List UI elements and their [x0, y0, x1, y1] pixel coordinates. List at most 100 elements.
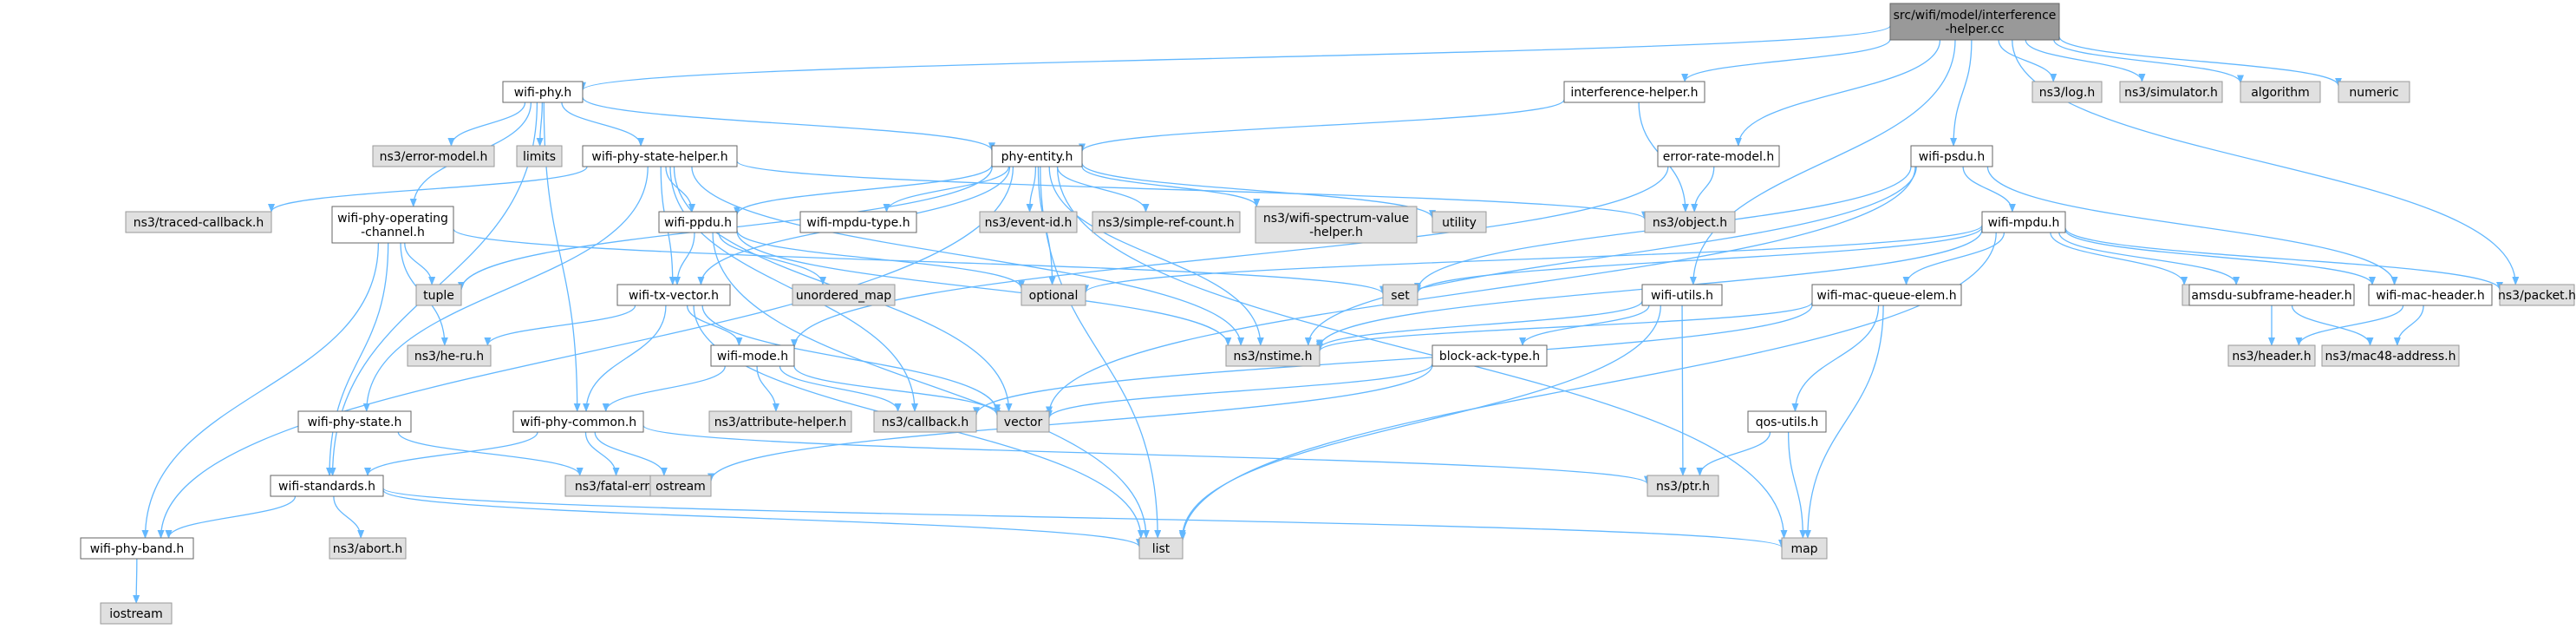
node-amsdu-subframe-header-h[interactable]: amsdu-subframe-header.h	[2188, 284, 2355, 306]
node-box	[1138, 537, 1184, 560]
node-box	[2188, 284, 2355, 306]
node-optional: optional	[1021, 284, 1086, 306]
node-ns3-header-h: ns3/header.h	[2227, 344, 2316, 367]
edge-wifi-ppdu-h-to-optional	[736, 230, 1025, 290]
edge-wifi-phy-operating-channel-h-to-set	[453, 228, 1386, 295]
node-label: -helper.h	[1309, 226, 1363, 239]
node-ns3-simple-ref-count-h: ns3/simple-ref-count.h	[1092, 211, 1241, 233]
node-wifi-phy-operating-channel-h[interactable]: wifi-phy-operating-channel.h	[331, 206, 454, 244]
edge-wifi-phy-h-to-phy-entity-h	[582, 96, 995, 152]
node-label: ns3/he-ru.h	[414, 350, 484, 364]
node-label: ns3/mac48-address.h	[2325, 350, 2456, 364]
edge-wifi-tx-vector-h-to-vector	[701, 305, 1001, 414]
node-ns3-attribute-helper-h: ns3/attribute-helper.h	[708, 410, 852, 433]
edge-amsdu-subframe-header-h-to-ns3-mac48-address-h	[2291, 305, 2374, 346]
edge-wifi-phy-h-to-limits	[536, 102, 544, 147]
node-wifi-mac-queue-elem-h[interactable]: wifi-mac-queue-elem.h	[1811, 284, 1962, 306]
node-wifi-standards-h[interactable]: wifi-standards.h	[270, 475, 384, 497]
edge-root-to-wifi-psdu-h	[1950, 39, 1973, 147]
edge-wifi-phy-band-h-to-iostream	[133, 558, 140, 604]
node-wifi-phy-common-h[interactable]: wifi-phy-common.h	[512, 410, 644, 433]
node-wifi-mac-header-h[interactable]: wifi-mac-header.h	[2368, 284, 2493, 306]
node-wifi-psdu-h[interactable]: wifi-psdu.h	[1910, 145, 1993, 167]
edge-root-to-ns3-log-h	[1998, 39, 2058, 82]
node-root[interactable]: src/wifi/model/interference-helper.cc	[1889, 3, 2060, 41]
node-box	[270, 475, 384, 497]
edge-wifi-ppdu-h-to-ns3-nstime-h	[736, 231, 1232, 346]
node-label: wifi-phy-common.h	[520, 416, 636, 429]
node-box	[873, 410, 977, 433]
node-label: ns3/abort.h	[333, 542, 402, 556]
node-wifi-mpdu-type-h[interactable]: wifi-mpdu-type.h	[799, 211, 917, 233]
node-box	[2321, 344, 2460, 367]
node-wifi-mode-h[interactable]: wifi-mode.h	[710, 344, 795, 367]
edge-phy-entity-h-to-list	[1040, 166, 1162, 539]
node-label: src/wifi/model/interference	[1894, 9, 2057, 23]
node-wifi-phy-band-h[interactable]: wifi-phy-band.h	[80, 537, 194, 560]
node-label: wifi-utils.h	[1651, 289, 1713, 303]
node-tuple: tuple	[415, 284, 462, 306]
edge-wifi-utils-h-to-ns3-ptr-h	[1679, 305, 1686, 476]
nodes-layer: src/wifi/model/interference-helper.cc wif…	[80, 3, 2576, 625]
edge-wifi-phy-state-helper-h-to-ns3-object-h	[736, 161, 1648, 220]
edge-wifi-mode-h-to-vector	[793, 365, 1001, 416]
edge-wifi-mpdu-h-to-variant	[2050, 232, 2188, 285]
node-label: wifi-mpdu-type.h	[806, 216, 910, 230]
node-box	[415, 284, 462, 306]
edge-phy-entity-h-to-wifi-phy-band-h	[157, 166, 1014, 539]
node-box	[649, 475, 712, 497]
node-wifi-mpdu-h[interactable]: wifi-mpdu.h	[1981, 211, 2066, 233]
node-wifi-ppdu-h[interactable]: wifi-ppdu.h	[658, 211, 738, 233]
node-label: wifi-tx-vector.h	[629, 289, 719, 303]
node-box	[80, 537, 194, 560]
node-box	[1092, 211, 1241, 233]
edge-phy-entity-h-to-ns3-nstime-h	[1048, 166, 1264, 346]
node-ns3-callback-h: ns3/callback.h	[873, 410, 977, 433]
node-box	[1781, 537, 1828, 560]
node-label: interference-helper.h	[1570, 86, 1698, 100]
node-box	[708, 410, 852, 433]
node-label: ns3/ptr.h	[1656, 480, 1710, 494]
node-ns3-abort-h: ns3/abort.h	[329, 537, 407, 560]
node-box	[1910, 145, 1993, 167]
edge-error-rate-model-h-to-ns3-object-h	[1691, 166, 1715, 213]
node-wifi-tx-vector-h[interactable]: wifi-tx-vector.h	[616, 284, 731, 306]
edge-wifi-phy-common-h-to-ostream	[594, 431, 668, 476]
node-wifi-phy-state-h[interactable]: wifi-phy-state.h	[297, 410, 412, 433]
node-block-ack-type-h[interactable]: block-ack-type.h	[1431, 344, 1548, 367]
node-interference-helper-h[interactable]: interference-helper.h	[1563, 81, 1705, 103]
node-error-rate-model-h[interactable]: error-rate-model.h	[1657, 145, 1780, 167]
node-ostream: ostream	[649, 475, 712, 497]
edge-wifi-utils-h-to-list	[1178, 305, 1661, 539]
node-label: algorithm	[2251, 86, 2310, 100]
node-label: tuple	[423, 289, 454, 303]
node-wifi-phy-state-helper-h[interactable]: wifi-phy-state-helper.h	[582, 145, 738, 167]
edge-wifi-mpdu-h-to-set	[1414, 226, 1983, 294]
node-label: wifi-phy-operating	[337, 212, 448, 226]
node-qos-utils-h[interactable]: qos-utils.h	[1747, 410, 1827, 433]
node-wifi-utils-h[interactable]: wifi-utils.h	[1641, 284, 1723, 306]
node-box	[658, 211, 738, 233]
node-numeric: numeric	[2338, 81, 2410, 103]
node-box	[2499, 284, 2575, 306]
node-phy-entity-h[interactable]: phy-entity.h	[991, 145, 1083, 167]
node-box	[297, 410, 412, 433]
node-label: wifi-phy-state-helper.h	[591, 150, 727, 164]
edge-wifi-tx-vector-h-to-ns3-he-ru-h	[484, 305, 636, 346]
node-label: -channel.h	[361, 226, 425, 239]
node-label: map	[1790, 542, 1817, 556]
node-box	[2240, 81, 2321, 103]
node-label: wifi-mac-queue-elem.h	[1816, 289, 1956, 303]
node-box	[407, 344, 492, 367]
node-label: ns3/callback.h	[882, 416, 968, 429]
node-algorithm: algorithm	[2240, 81, 2321, 103]
edge-wifi-phy-common-h-to-wifi-standards-h	[364, 431, 538, 476]
edge-wifi-phy-operating-channel-h-to-wifi-phy-band-h	[141, 242, 380, 539]
node-box	[2368, 284, 2493, 306]
node-wifi-phy-h[interactable]: wifi-phy.h	[502, 81, 584, 103]
node-box	[1021, 284, 1086, 306]
node-label: ns3/simple-ref-count.h	[1098, 216, 1234, 230]
node-box	[1747, 410, 1827, 433]
node-ns3-log-h: ns3/log.h	[2031, 81, 2103, 103]
edge-root-to-error-rate-model-h	[1734, 39, 1941, 147]
